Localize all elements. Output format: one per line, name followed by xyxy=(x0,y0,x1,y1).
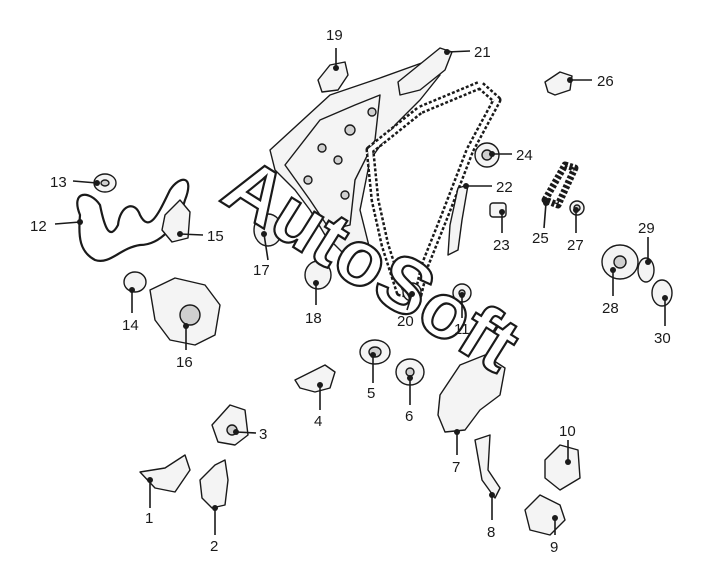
part-9-bracket xyxy=(524,494,566,536)
part-21-bracket xyxy=(397,47,453,96)
part-26-sensor xyxy=(544,71,573,96)
part-4-pipe xyxy=(294,364,336,393)
part-7-housing xyxy=(437,354,506,433)
callout-12: 12 xyxy=(30,218,47,235)
part-24-sprocket xyxy=(474,142,500,168)
callout-27: 27 xyxy=(567,237,584,254)
part-16-water-pump xyxy=(149,277,221,346)
callout-4: 4 xyxy=(314,413,322,430)
callout-11: 11 xyxy=(454,321,470,338)
part-25-chain xyxy=(541,161,579,209)
part-5-pulley xyxy=(359,339,391,365)
callout-22: 22 xyxy=(496,179,513,196)
callout-29: 29 xyxy=(638,220,655,237)
callout-17: 17 xyxy=(253,262,270,279)
callout-18: 18 xyxy=(305,310,322,327)
callout-15: 15 xyxy=(207,228,224,245)
callout-25: 25 xyxy=(532,230,549,247)
timing-chain xyxy=(365,80,502,300)
part-10-bracket xyxy=(544,444,581,491)
part-8-pickup xyxy=(474,434,501,499)
callout-10: 10 xyxy=(559,423,576,440)
callout-28: 28 xyxy=(602,300,619,317)
callout-30: 30 xyxy=(654,330,671,347)
callout-20: 20 xyxy=(397,313,414,330)
callout-24: 24 xyxy=(516,147,533,164)
callout-8: 8 xyxy=(487,524,495,541)
part-28-pump xyxy=(601,244,639,280)
part-19-cap xyxy=(317,61,349,93)
callout-9: 9 xyxy=(550,539,558,556)
part-12-belt xyxy=(76,178,190,263)
callout-2: 2 xyxy=(210,538,218,555)
callout-14: 14 xyxy=(122,317,139,334)
part-18-pulley xyxy=(304,260,332,290)
part-15-tensioner xyxy=(161,199,191,243)
leader-lines xyxy=(54,48,668,535)
callout-6: 6 xyxy=(405,408,413,425)
callout-16: 16 xyxy=(176,354,193,371)
callout-23: 23 xyxy=(493,237,510,254)
part-1-bracket xyxy=(139,454,191,493)
part-14-pulley xyxy=(123,271,147,293)
timing-cover xyxy=(269,59,441,256)
callout-19: 19 xyxy=(326,27,343,44)
part-2-mount xyxy=(199,459,229,509)
callout-1: 1 xyxy=(145,510,153,527)
callout-5: 5 xyxy=(367,385,375,402)
callout-3: 3 xyxy=(259,426,267,443)
part-30-seal xyxy=(651,279,673,307)
callout-21: 21 xyxy=(474,44,491,61)
callout-7: 7 xyxy=(452,459,460,476)
callout-26: 26 xyxy=(597,73,614,90)
part-17-pulley xyxy=(253,213,283,247)
part-3-damper xyxy=(211,404,249,446)
part-13-roller xyxy=(93,173,117,193)
callout-13: 13 xyxy=(50,174,67,191)
